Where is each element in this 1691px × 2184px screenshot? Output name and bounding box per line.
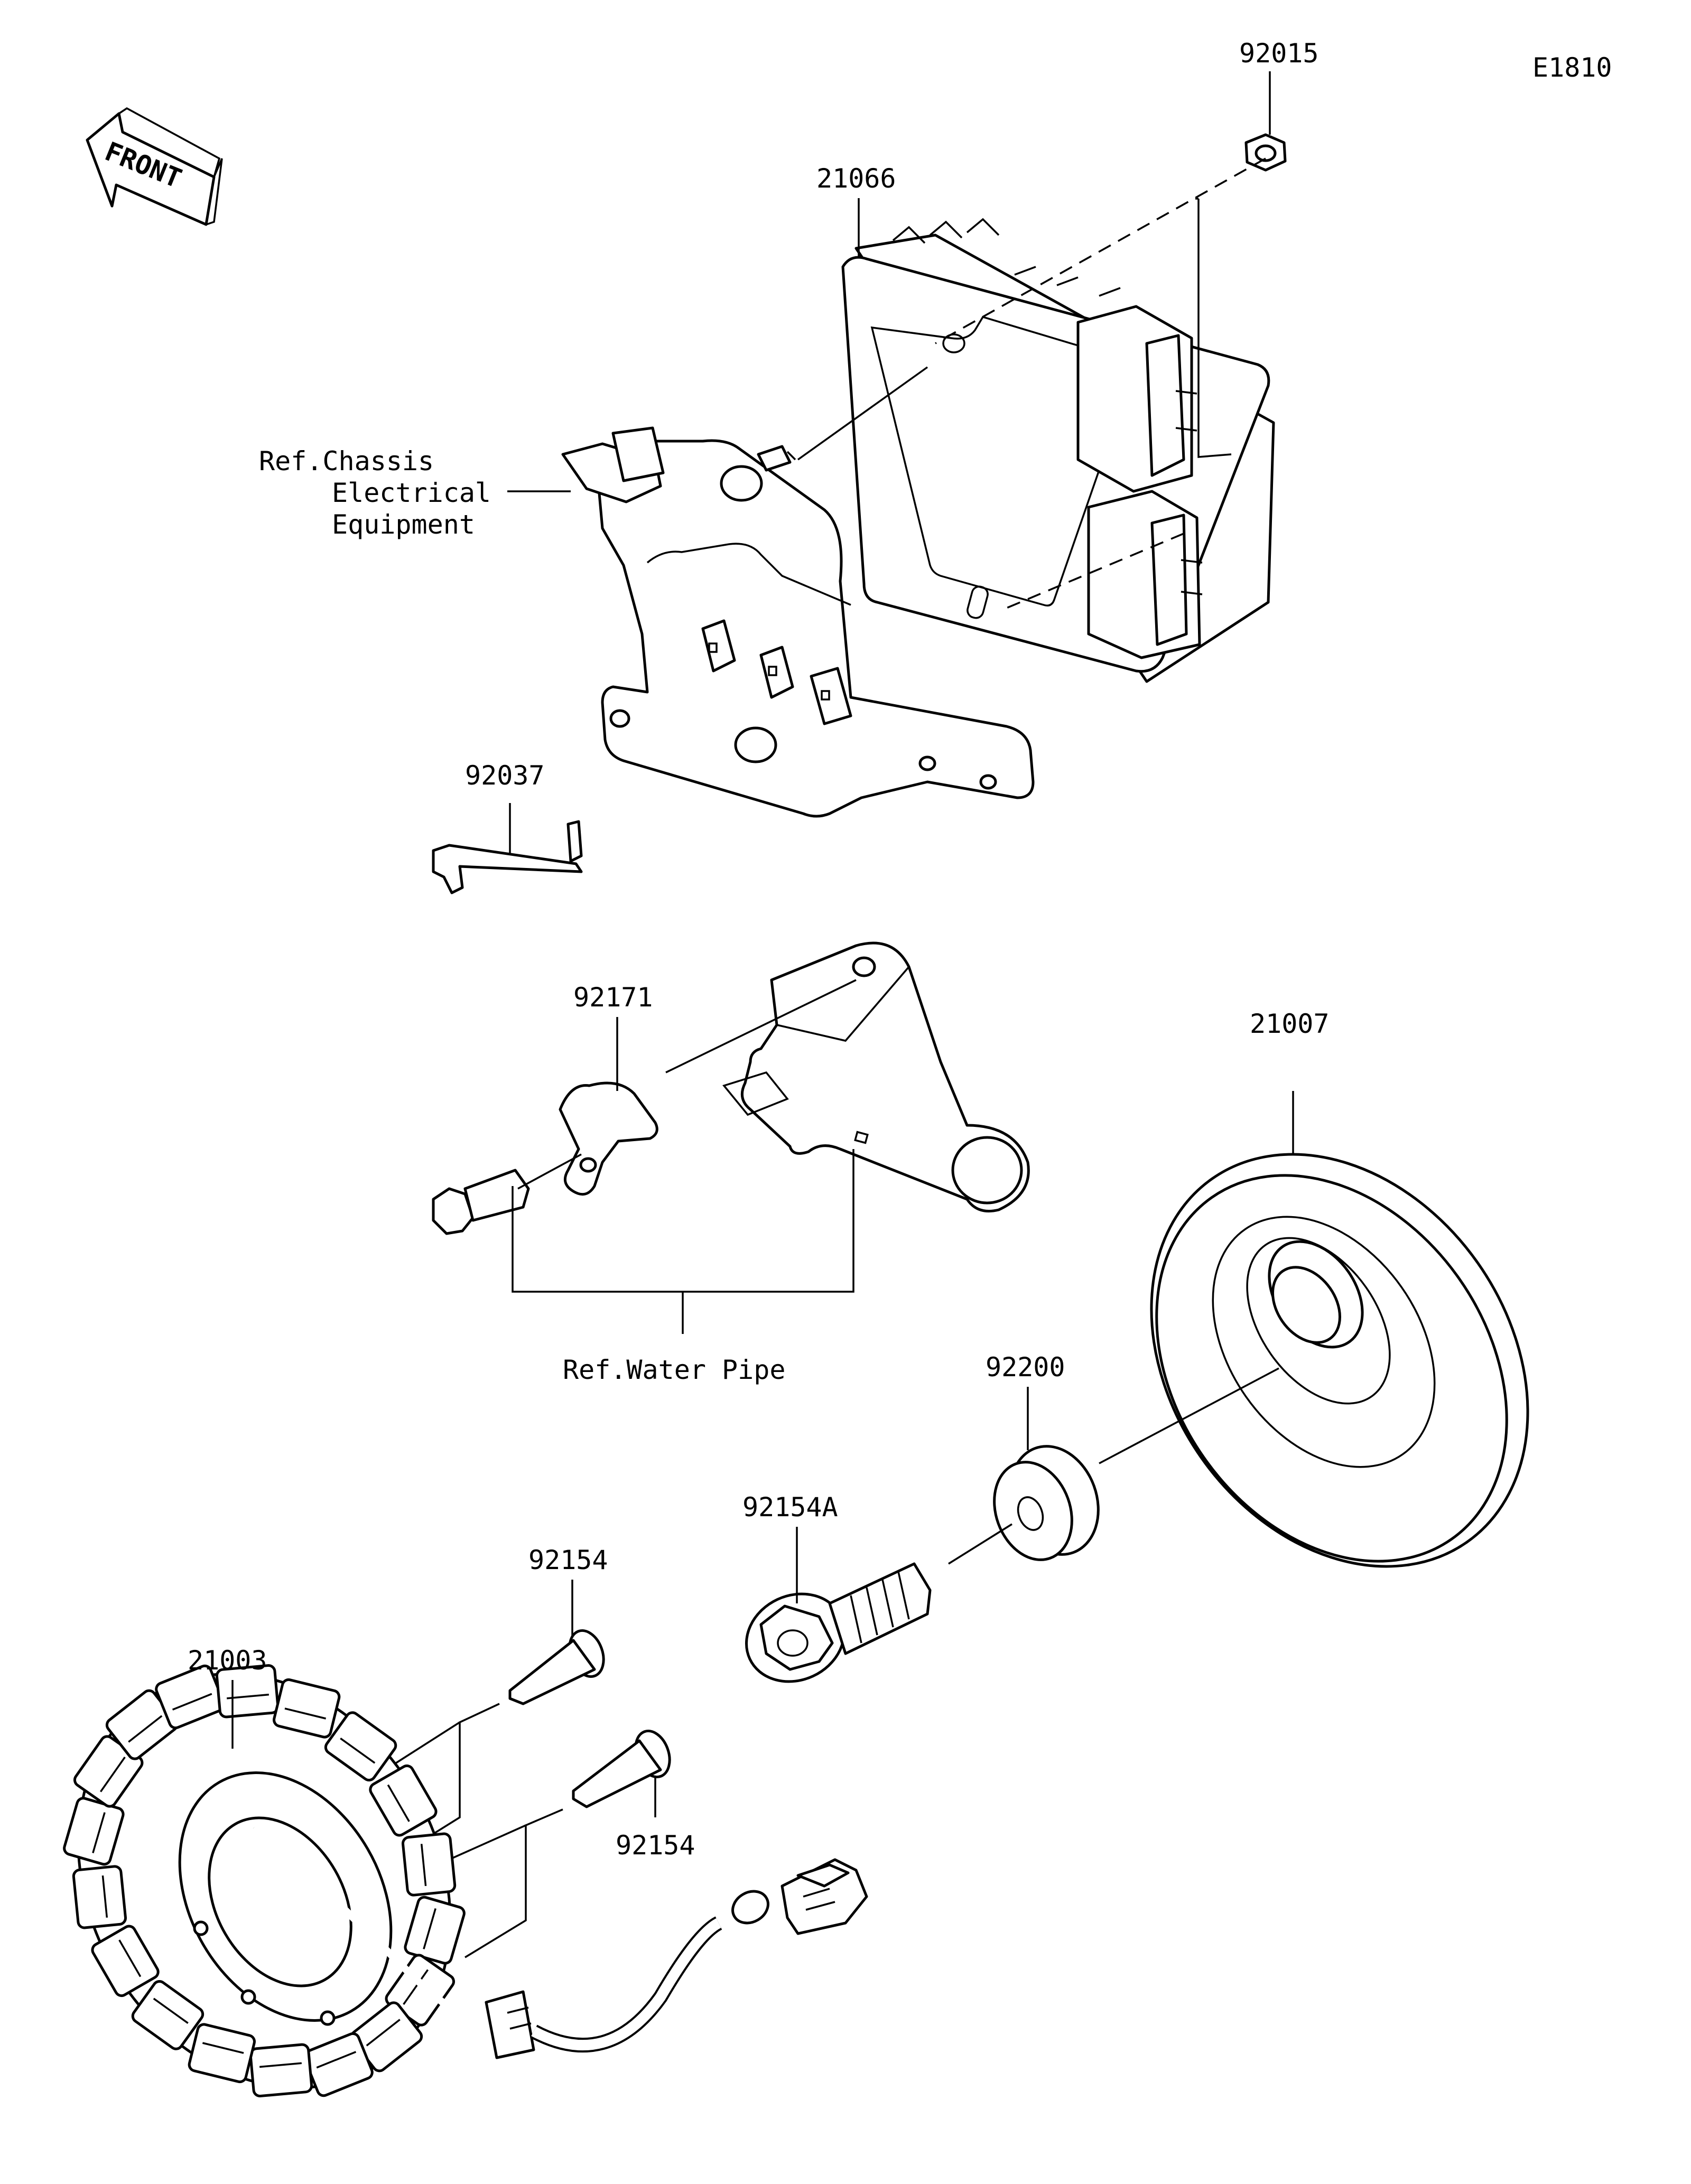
screw-92154-bottom xyxy=(572,1729,671,1817)
chassis-bracket xyxy=(507,426,1035,818)
stator-pole-winding xyxy=(316,2051,357,2069)
dash-guide-nut xyxy=(935,157,1266,344)
ref-chassis-line1: Ref.Chassis xyxy=(259,446,434,477)
stator-pole-winding xyxy=(284,1707,327,1720)
diagram-code: E1810 xyxy=(1532,52,1612,83)
stator-pole xyxy=(273,1678,341,1739)
rotor-21007 xyxy=(1099,1091,1529,1568)
clip-92037 xyxy=(432,803,583,894)
screw-92154-top xyxy=(508,1580,605,1705)
label-92154-top: 92154 xyxy=(528,1545,608,1575)
ref-chassis-line2: Electrical xyxy=(332,478,491,508)
stator-pole xyxy=(91,1925,160,1998)
stator-pole-winding xyxy=(403,1969,429,2005)
stator-pole xyxy=(249,2043,313,2097)
stator-pole-winding xyxy=(340,1738,376,1764)
stator-pole xyxy=(369,1764,438,1837)
label-92200: 92200 xyxy=(986,1352,1065,1383)
stator-pole xyxy=(72,1865,127,1929)
stator-connector xyxy=(731,1858,868,1935)
stator-pole xyxy=(188,2023,256,2084)
stator-pole-winding xyxy=(423,1908,436,1949)
stator-pole-winding xyxy=(99,1757,126,1793)
washer-92200 xyxy=(948,1387,1100,1565)
stator-pole-winding xyxy=(227,1693,270,1700)
bolt-water-pipe xyxy=(432,1153,582,1235)
stator-pole xyxy=(131,1980,205,2050)
stator-pole-winding xyxy=(172,1693,212,1711)
regulator-21066 xyxy=(841,198,1275,683)
stator-pole-winding xyxy=(387,1784,410,1822)
stator-pole-winding xyxy=(118,1939,142,1977)
stator-pole xyxy=(401,1832,457,1897)
ref-chassis-line3: Equipment xyxy=(332,509,475,540)
stator-pole-winding xyxy=(92,1812,106,1853)
water-pipe-housing xyxy=(665,941,1030,1212)
stator-pole-winding xyxy=(420,1844,427,1887)
label-21003: 21003 xyxy=(188,1645,267,1676)
bolt-92154A xyxy=(745,1527,932,1683)
label-92154-bottom: 92154 xyxy=(616,1830,695,1861)
label-92154A: 92154A xyxy=(742,1492,838,1523)
ref-water-pipe: Ref.Water Pipe xyxy=(563,1355,785,1385)
clamp-92171 xyxy=(559,1017,658,1196)
label-21066: 21066 xyxy=(816,163,896,194)
regulator-connector-lower xyxy=(1087,490,1203,659)
regulator-connector-upper xyxy=(1076,305,1197,493)
stator-pole-winding xyxy=(202,2042,244,2054)
nut-92015 xyxy=(1244,71,1287,172)
stator-pole-winding xyxy=(101,1875,108,1918)
label-92015: 92015 xyxy=(1239,38,1319,69)
stator-21003 xyxy=(63,1664,868,2097)
dash-guide-lower xyxy=(1001,533,1184,611)
label-92171: 92171 xyxy=(573,982,653,1013)
front-arrow-icon: FRONT xyxy=(86,107,223,226)
label-21007: 21007 xyxy=(1250,1009,1330,1039)
stator-pole xyxy=(324,1711,397,1782)
stator-pole-winding xyxy=(366,2019,401,2047)
label-92037: 92037 xyxy=(465,760,545,791)
stator-pole-winding xyxy=(128,1715,163,1743)
stator-pole-winding xyxy=(153,1998,189,2024)
stator-pole-winding xyxy=(259,2062,302,2068)
